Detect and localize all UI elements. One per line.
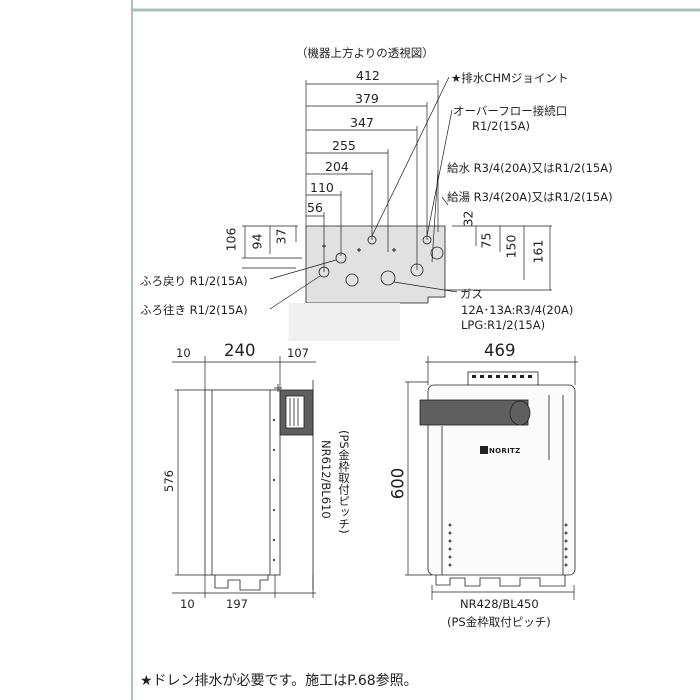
top-view-leaders — [269, 76, 458, 310]
side-dim-top-offset: 10 — [176, 346, 191, 360]
dim-106: 106 — [223, 227, 239, 252]
front-dim-height: 600 — [388, 467, 408, 500]
top-terminal-marks — [472, 375, 532, 378]
dim-56: 56 — [307, 200, 323, 215]
top-view-outline — [287, 225, 446, 341]
noritz-logo — [480, 446, 488, 454]
label-gas: ガス — [460, 287, 483, 301]
front-pitch-note: (PS金枠取付ピッチ) — [447, 615, 551, 629]
side-view-screws — [273, 419, 275, 561]
dim-94: 94 — [249, 233, 265, 250]
label-overflow-size: R1/2(15A) — [472, 119, 530, 133]
dim-347: 347 — [350, 115, 374, 130]
top-view-horizontal-dims — [305, 80, 439, 272]
bath-return-port — [335, 252, 347, 264]
dim-110: 110 — [310, 180, 334, 195]
label-hot-water: 給湯 R3/4(20A)又はR1/2(15A) — [447, 190, 613, 204]
label-chm-joint: ★排水CHMジョイント — [451, 71, 569, 85]
side-view-body — [204, 389, 281, 576]
dim-75: 75 — [478, 232, 494, 249]
front-view — [405, 356, 578, 600]
front-top-terminal — [467, 371, 539, 387]
footnote: ★ドレン排水が必要です。施工はP.68参照。 — [140, 673, 418, 689]
label-bath-return: ふろ戻り R1/2(15A) — [140, 274, 248, 288]
dim-379: 379 — [355, 91, 379, 106]
front-body — [427, 384, 576, 576]
front-dim-width: 469 — [484, 341, 516, 360]
label-water-supply: 給水 R3/4(20A)又はR1/2(15A) — [447, 161, 613, 175]
label-gas-city: 12A･13A:R3/4(20A) — [461, 303, 574, 317]
dim-32: 32 — [460, 210, 476, 227]
side-dim-bottom-offset: 10 — [180, 597, 195, 611]
top-view-vertical-dims — [242, 225, 552, 291]
water-port — [410, 263, 424, 277]
label-bath-supply: ふろ往き R1/2(15A) — [140, 303, 248, 317]
top-view-caption: （機器上方よりの透視図） — [296, 46, 434, 60]
side-dim-depth: 240 — [224, 341, 256, 360]
side-pitch-note: (PS金枠取付ピッチ) — [337, 430, 351, 534]
front-brand: NORITZ — [489, 447, 521, 455]
label-gas-lpg: LPG:R1/2(15A) — [461, 318, 546, 332]
side-pitch-label: NR612/BL610 — [319, 440, 333, 519]
dim-37: 37 — [273, 228, 289, 245]
side-dim-cover: 107 — [287, 346, 309, 360]
side-dim-height: 576 — [161, 470, 176, 492]
side-dim-bottom: 197 — [226, 597, 248, 611]
front-pitch-label: NR428/BL450 — [460, 597, 539, 611]
dim-204: 204 — [325, 159, 349, 174]
dim-255: 255 — [332, 138, 356, 153]
dim-412: 412 — [356, 68, 380, 83]
dim-161: 161 — [530, 239, 546, 264]
top-view-cover — [288, 303, 400, 341]
front-indicator-dots — [448, 523, 568, 567]
label-overflow: オーバーフロー接続口 — [453, 104, 568, 118]
hot-water-port — [430, 246, 444, 260]
side-view — [172, 356, 316, 598]
extra-port — [345, 273, 359, 287]
top-view-connections — [318, 235, 444, 287]
bath-supply-port — [318, 266, 330, 278]
dim-150: 150 — [503, 234, 519, 259]
gas-port — [380, 270, 396, 286]
